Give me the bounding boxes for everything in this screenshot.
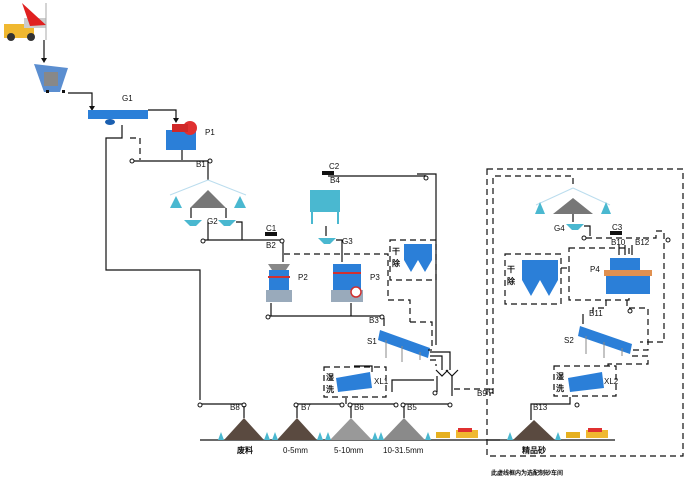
stockpile-1 xyxy=(169,179,247,208)
silo-icon xyxy=(310,190,340,224)
label-s2: S2 xyxy=(564,336,574,345)
label-b4: B4 xyxy=(330,176,340,185)
dust-collector-icon-1 xyxy=(404,244,432,272)
label-p2: P2 xyxy=(298,273,308,282)
label-b7: B7 xyxy=(301,403,311,412)
vibrating-screen-s2 xyxy=(578,326,632,358)
label-s1: S1 xyxy=(367,337,377,346)
label-b1: B1 xyxy=(196,160,206,169)
label-wash1a: 湿 xyxy=(326,372,334,382)
dump-truck-icon xyxy=(4,3,46,41)
product-waste: 废料 xyxy=(237,445,253,455)
label-dry2a: 干 xyxy=(507,265,515,274)
workshop-footnote: 此虚线框内为选配制砂车间 xyxy=(491,469,563,477)
stockpile-5-10mm xyxy=(325,418,378,440)
label-g4: G4 xyxy=(554,224,565,233)
label-g3: G3 xyxy=(342,237,353,246)
label-xl2: XL2 xyxy=(604,377,619,386)
label-g1: G1 xyxy=(122,94,133,103)
cone-crusher-p2 xyxy=(266,264,292,302)
jaw-crusher-p1 xyxy=(166,121,197,150)
dust-collector-icon-2 xyxy=(522,260,558,296)
label-dry1a: 干 xyxy=(392,247,400,256)
sand-washer-xl1 xyxy=(336,372,372,392)
label-dry1b: 除 xyxy=(392,258,401,268)
product-10-31-5mm: 10-31.5mm xyxy=(383,446,424,455)
belt-scale-c2 xyxy=(322,171,334,175)
feeder-g2b xyxy=(218,220,236,226)
label-c3: C3 xyxy=(612,223,623,232)
stockpile-10-31-5mm xyxy=(378,418,431,440)
label-xl1: XL1 xyxy=(374,377,389,386)
product-5-10mm: 5-10mm xyxy=(334,446,364,455)
product-0-5mm: 0-5mm xyxy=(283,446,308,455)
label-wash2a: 湿 xyxy=(556,371,564,381)
truck-icon-2 xyxy=(586,428,608,438)
product-fine-sand: 精品砂 xyxy=(522,445,546,455)
washer-frame-1 xyxy=(323,366,387,398)
vibrating-screen-s1 xyxy=(378,330,430,362)
stockpile-2 xyxy=(535,187,611,214)
label-p4: P4 xyxy=(590,265,600,274)
stockpile-fine-sand xyxy=(507,420,561,440)
belt-scale-c3 xyxy=(610,231,622,235)
dust-collector-frame-2 xyxy=(504,253,562,305)
washer-frame-2 xyxy=(553,365,617,397)
label-c2: C2 xyxy=(329,162,340,171)
label-b2: B2 xyxy=(266,241,276,250)
feeder-g2a xyxy=(184,220,202,226)
sand-washer-xl2 xyxy=(568,372,604,392)
label-b13: B13 xyxy=(533,403,548,412)
label-b3: B3 xyxy=(369,316,379,325)
belt-scale-c1 xyxy=(265,232,277,236)
cone-crusher-p3 xyxy=(331,264,363,302)
loader-icon-2 xyxy=(566,432,580,438)
feeder-g3 xyxy=(318,238,336,244)
stockpile-0-5mm xyxy=(272,418,323,440)
feeder-hopper-icon xyxy=(34,64,68,93)
label-wash1b: 洗 xyxy=(326,384,334,394)
dust-collector-frame-1 xyxy=(389,239,437,281)
label-p3: P3 xyxy=(370,273,380,282)
label-wash2b: 洗 xyxy=(556,383,564,393)
label-g2: G2 xyxy=(207,217,218,226)
truck-icon xyxy=(456,428,478,438)
feeder-g4 xyxy=(566,224,584,230)
label-dry2b: 除 xyxy=(507,276,516,286)
label-b10: B10 xyxy=(611,238,626,247)
sand-maker-p4 xyxy=(604,258,652,294)
vibrating-feeder-g1 xyxy=(88,110,148,125)
label-b9: B9 xyxy=(477,389,487,398)
label-c1: C1 xyxy=(266,224,277,233)
sand-workshop-frame xyxy=(486,168,684,457)
label-b8: B8 xyxy=(230,403,240,412)
label-p1: P1 xyxy=(205,128,215,137)
label-b6: B6 xyxy=(354,403,364,412)
loader-icon xyxy=(436,432,450,438)
label-b12: B12 xyxy=(635,238,650,247)
label-b5: B5 xyxy=(407,403,417,412)
label-b11: B11 xyxy=(589,309,603,318)
stockpile-waste xyxy=(218,418,270,440)
